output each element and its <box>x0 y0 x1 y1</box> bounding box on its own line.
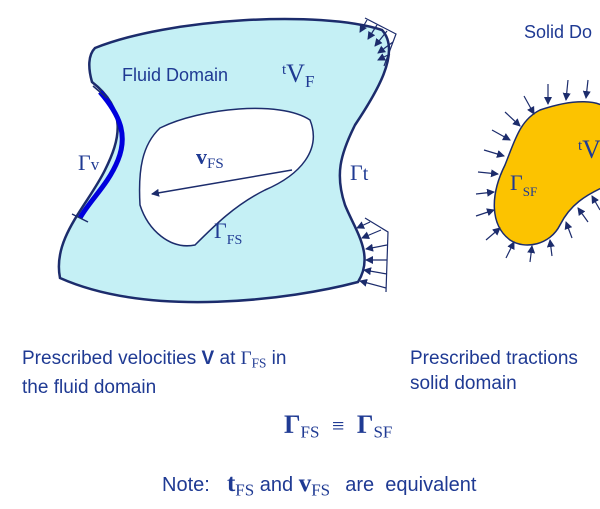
equation-rhs: Γ <box>356 410 374 439</box>
solid-domain-shape <box>493 101 600 246</box>
note-v: v <box>298 470 312 497</box>
equation-op: ≡ <box>331 413 345 438</box>
note-suffix: are equivalent <box>345 474 477 496</box>
gamma-sf-label: ΓSF <box>510 170 537 199</box>
gamma-v-boundary <box>77 90 125 220</box>
equation-lhs: Γ <box>284 410 301 439</box>
fluid-volume-label: tVF <box>282 59 314 91</box>
gamma-fs-hole <box>138 107 315 247</box>
gamma-v-label: Γv <box>78 150 100 175</box>
equation-rhs-sub: SF <box>373 422 393 442</box>
note-and: and <box>259 474 294 496</box>
left-caption: Prescribed velocities V at ΓFS in the fl… <box>22 346 286 400</box>
gamma-v-tick-bottom <box>71 213 89 223</box>
left-caption-line2: the fluid domain <box>22 377 157 399</box>
gamma-v-tick-top <box>92 85 108 99</box>
right-caption-line2: solid domain <box>410 373 517 394</box>
gamma-fs-label: ΓFS <box>214 218 242 248</box>
left-caption-sub: FS <box>251 355 267 371</box>
gamma-t-label: Γt <box>350 160 369 185</box>
right-caption-line1: Prescribed tractions <box>410 348 578 369</box>
note-v-sub: FS <box>311 480 331 500</box>
left-caption-line1: Prescribed velocities V at ΓFS in <box>22 346 286 375</box>
solid-domain-label: Solid Do <box>524 22 592 42</box>
traction-arrows-bottom <box>356 217 389 293</box>
interface-equation: ΓFS ≡ ΓSF <box>284 410 392 442</box>
vfs-arrow <box>151 169 293 197</box>
left-caption-bold-v: V <box>201 348 215 369</box>
note-t-sub: FS <box>235 480 255 500</box>
traction-arrows-top <box>359 17 397 67</box>
solid-traction-arrows <box>475 79 600 263</box>
note-t: t <box>226 470 236 497</box>
vfs-label: vFS <box>196 144 224 172</box>
left-caption-text-a: Prescribed velocities <box>22 348 202 369</box>
right-caption: Prescribed tractions solid domain <box>410 346 578 396</box>
solid-volume-label: tV <box>578 135 600 164</box>
equation-lhs-sub: FS <box>300 422 320 442</box>
note-prefix: Note: <box>162 474 210 496</box>
left-caption-text-c: in <box>266 348 287 369</box>
note-line: Note: tFS and vFS are equivalent <box>162 470 476 500</box>
left-caption-gamma: Γ <box>240 348 252 369</box>
fluid-domain-label: Fluid Domain <box>122 65 228 85</box>
left-caption-text-b: at <box>214 348 241 369</box>
